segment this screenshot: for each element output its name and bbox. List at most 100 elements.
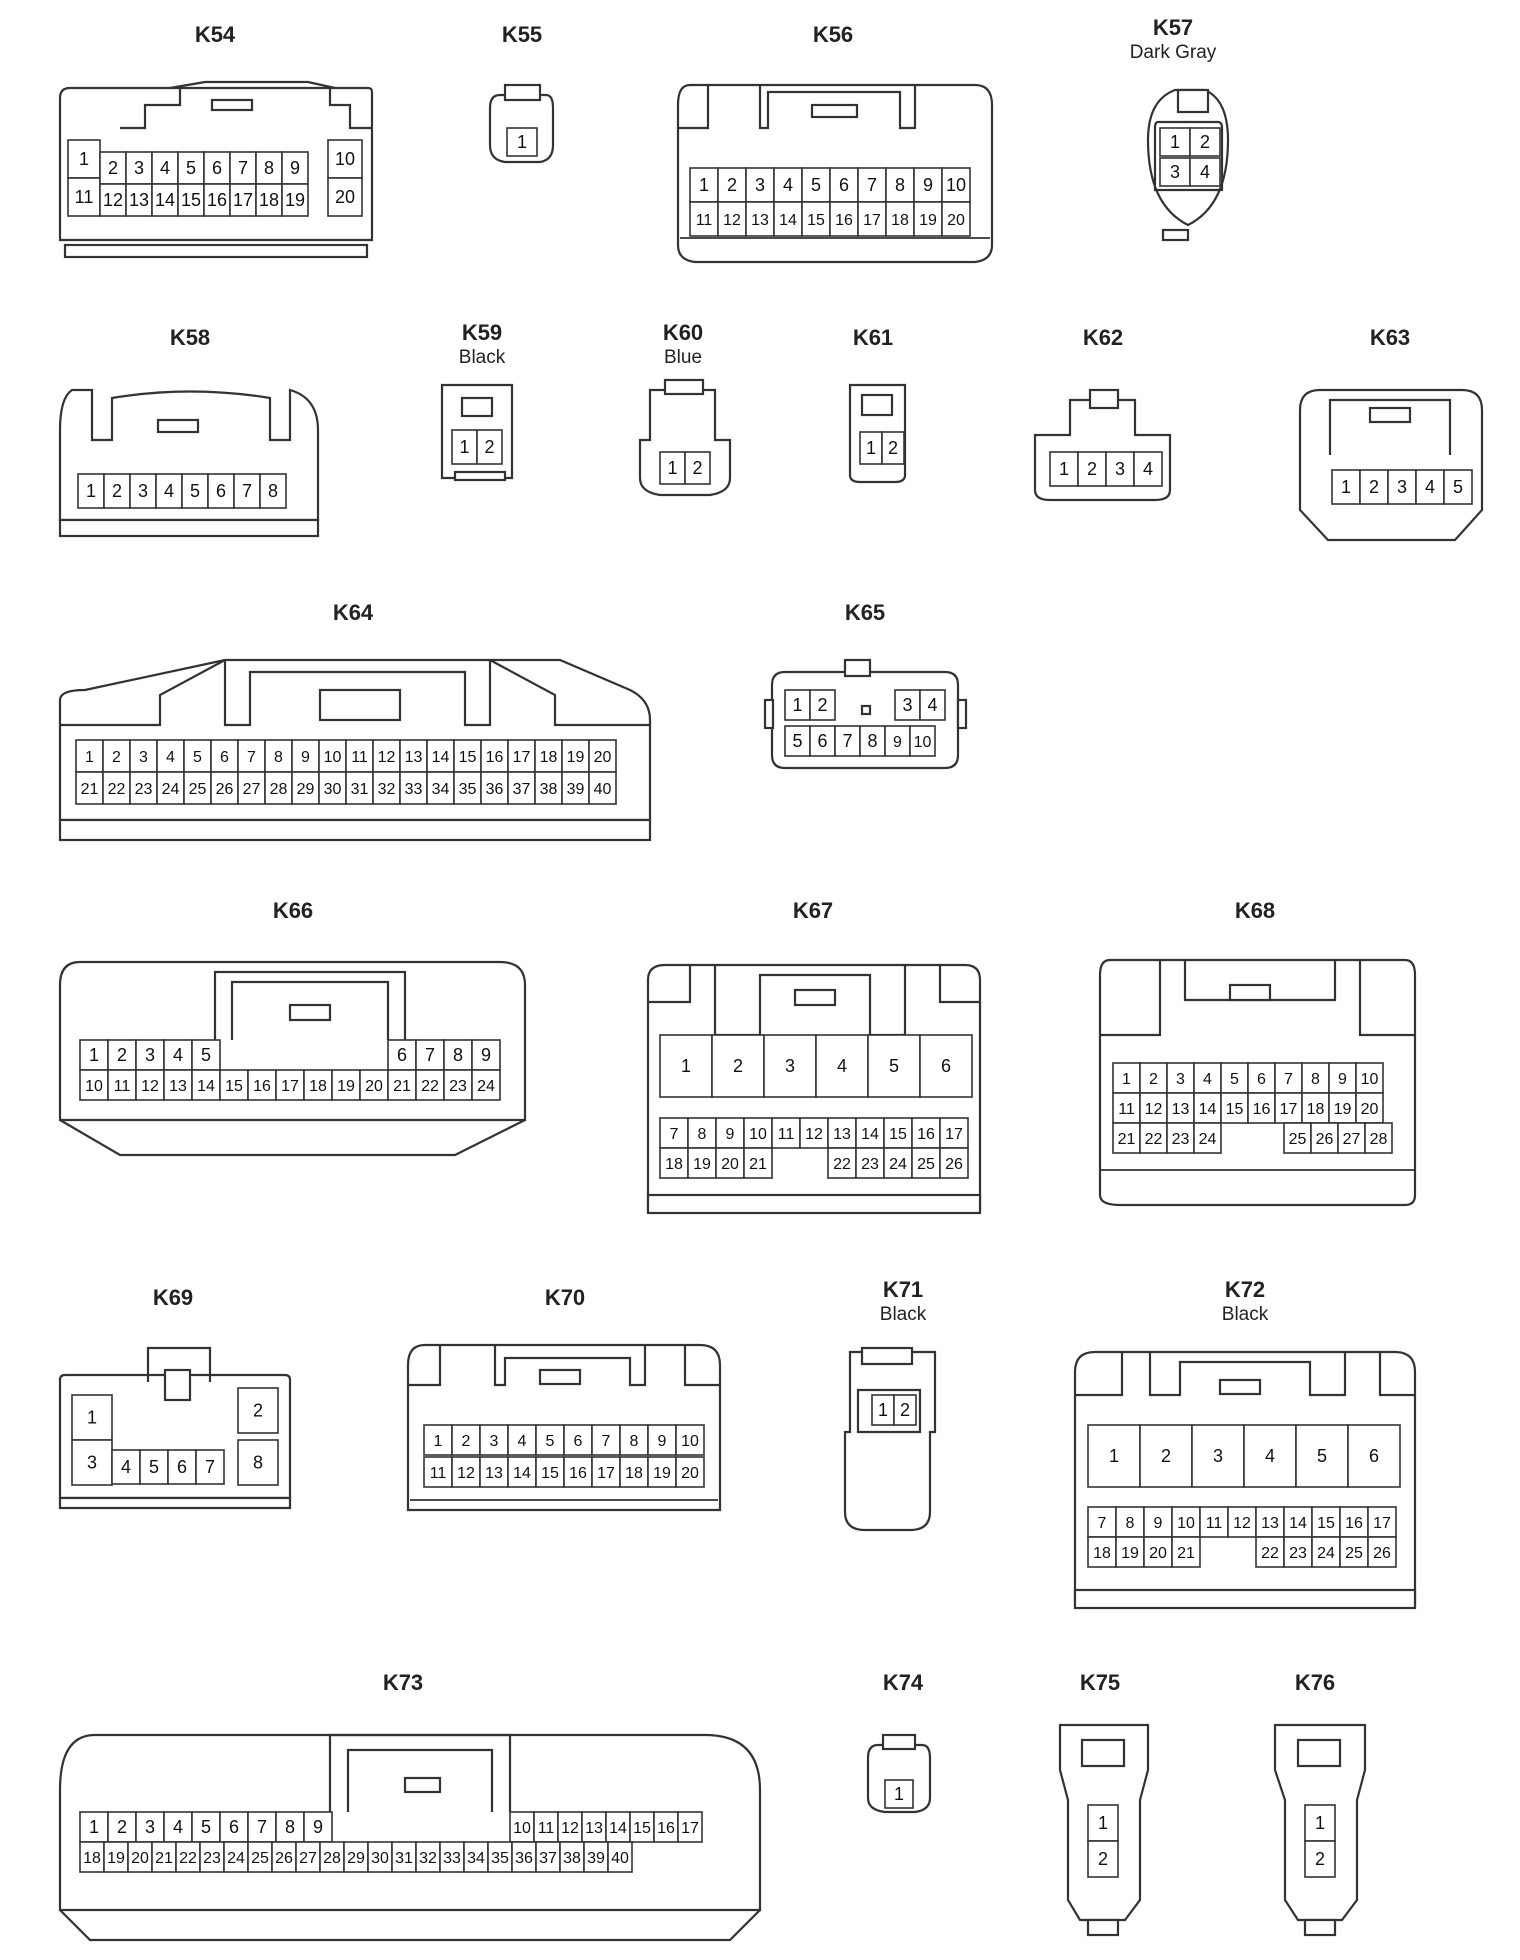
pin-number: 8 xyxy=(698,1126,707,1143)
pin-cell xyxy=(391,1841,417,1873)
pin-number: 22 xyxy=(179,1850,197,1867)
pin-number: 1 xyxy=(434,1433,443,1450)
pin-cell xyxy=(281,151,309,185)
pin-number: 6 xyxy=(1257,1071,1266,1088)
connector-outline xyxy=(58,818,652,842)
pin-number: 37 xyxy=(513,781,531,798)
pin-number: 11 xyxy=(351,749,368,766)
pin-cell xyxy=(675,1456,705,1488)
pin-number: 1 xyxy=(89,1045,99,1065)
pin-number: 14 xyxy=(432,749,450,766)
pin-number: 18 xyxy=(540,749,558,766)
pin-number: 19 xyxy=(567,749,585,766)
pin-cell xyxy=(107,1069,137,1101)
pin-number: 4 xyxy=(1265,1446,1275,1466)
pin-cell xyxy=(1367,1536,1397,1568)
connector-label: K72 xyxy=(1225,1277,1265,1302)
pin-cell xyxy=(387,1069,417,1101)
pin-cell xyxy=(809,689,836,721)
pin-number: 1 xyxy=(1341,477,1351,497)
pin-number: 24 xyxy=(477,1078,495,1095)
pin-cell xyxy=(1143,1536,1173,1568)
pin-number: 23 xyxy=(1172,1131,1190,1148)
connector-outline xyxy=(408,1345,720,1387)
pin-cell xyxy=(1159,127,1191,157)
pin-number: 5 xyxy=(186,158,196,178)
pin-cell xyxy=(1359,469,1389,505)
pin-number: 12 xyxy=(378,749,396,766)
pin-cell xyxy=(909,725,936,757)
pin-number: 9 xyxy=(893,734,902,751)
pin-number: 1 xyxy=(1098,1813,1108,1833)
pin-number: 17 xyxy=(233,190,253,210)
pin-number: 28 xyxy=(323,1850,341,1867)
pin-cell xyxy=(129,771,158,805)
pin-cell xyxy=(867,1034,921,1098)
pin-number: 34 xyxy=(467,1850,485,1867)
pin-number: 6 xyxy=(574,1433,583,1450)
pin-cell xyxy=(372,771,401,805)
pin-number: 8 xyxy=(264,158,274,178)
pin-number: 14 xyxy=(155,190,175,210)
pin-cell xyxy=(237,1439,279,1486)
pin-number: 24 xyxy=(1199,1131,1217,1148)
pin-cell xyxy=(479,1456,509,1488)
pin-number: 27 xyxy=(243,781,261,798)
pin-cell xyxy=(911,1147,941,1179)
connector-outline xyxy=(860,393,894,417)
connector-outline xyxy=(1176,88,1210,114)
pin-cell xyxy=(939,1147,969,1179)
pin-cell xyxy=(919,1034,973,1098)
pin-cell xyxy=(345,771,374,805)
pin-cell xyxy=(607,1841,633,1873)
pin-number: 11 xyxy=(1118,1101,1135,1118)
connector-label: K70 xyxy=(545,1285,585,1310)
pin-cell xyxy=(1139,1122,1168,1154)
pin-number: 24 xyxy=(889,1156,907,1173)
pin-number: 40 xyxy=(611,1850,629,1867)
pin-number: 3 xyxy=(1397,477,1407,497)
pin-number: 12 xyxy=(457,1465,475,1482)
pin-cell xyxy=(303,1811,333,1843)
connector-outline xyxy=(956,698,968,730)
connector-outline xyxy=(328,1733,512,1812)
pin-cell xyxy=(1133,451,1163,487)
pin-cell xyxy=(1191,1424,1245,1488)
pin-cell xyxy=(199,1841,225,1873)
pin-number: 23 xyxy=(449,1078,467,1095)
pin-number: 9 xyxy=(726,1126,735,1143)
pin-number: 10 xyxy=(681,1433,699,1450)
pin-cell xyxy=(883,1147,913,1179)
connector-outline xyxy=(146,1346,212,1382)
pin-cell xyxy=(809,725,836,757)
connector-label: K58 xyxy=(170,325,210,350)
pin-number: 8 xyxy=(274,749,283,766)
connector-label: K64 xyxy=(333,600,374,625)
connector-label: K54 xyxy=(195,22,236,47)
pin-number: 19 xyxy=(337,1078,355,1095)
pin-number: 17 xyxy=(597,1465,615,1482)
pin-number: 12 xyxy=(723,212,741,229)
pin-number: 20 xyxy=(721,1156,739,1173)
pin-number: 3 xyxy=(1176,1071,1185,1088)
pin-number: 27 xyxy=(299,1850,317,1867)
pin-cell xyxy=(237,771,266,805)
pin-cell xyxy=(237,1387,279,1434)
pin-cell xyxy=(471,1039,501,1071)
connector-outline xyxy=(288,1003,332,1022)
connector-outline xyxy=(860,704,872,716)
pin-cell xyxy=(1295,1424,1349,1488)
connector-outline xyxy=(1080,1738,1126,1768)
connector-label: K73 xyxy=(383,1670,423,1695)
pin-number: 7 xyxy=(1098,1515,1107,1532)
pin-cell xyxy=(893,1394,917,1426)
pin-number: 11 xyxy=(1206,1515,1223,1532)
pin-cell xyxy=(191,1069,221,1101)
pin-cell xyxy=(191,1039,221,1071)
pin-number: 22 xyxy=(108,781,126,798)
pin-cell xyxy=(372,739,401,773)
pin-cell xyxy=(476,429,503,465)
pin-number: 15 xyxy=(459,749,477,766)
pin-number: 4 xyxy=(160,158,170,178)
connector-label: K59 xyxy=(462,320,502,345)
